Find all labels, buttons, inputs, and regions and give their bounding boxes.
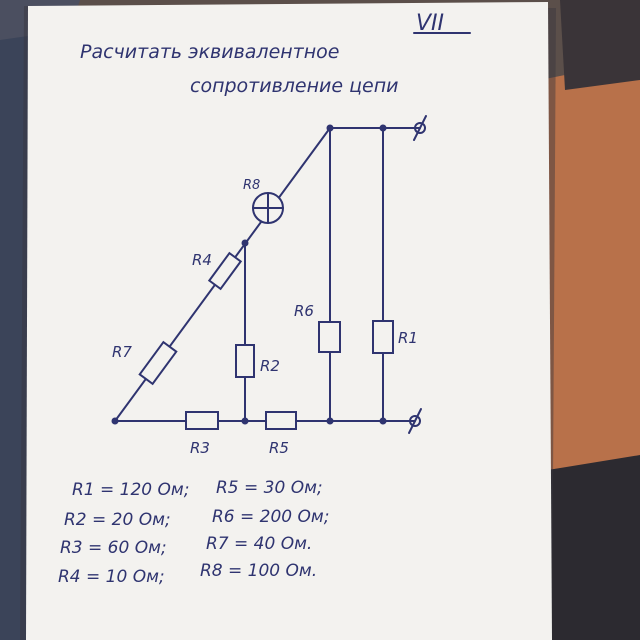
sheet-number: VII xyxy=(416,11,444,36)
r6-label: R6 xyxy=(294,302,314,320)
value-r8: R8 = 100 Ом. xyxy=(200,561,317,581)
r6-resistor xyxy=(318,321,341,353)
terminal-top-tick xyxy=(413,115,427,141)
r8-label: R8 xyxy=(243,178,260,193)
junction-r6-bottom xyxy=(326,417,334,425)
junction-r2-top xyxy=(241,239,249,247)
value-r6: R6 = 200 Ом; xyxy=(212,507,329,527)
junction-top-right xyxy=(379,124,387,132)
terminal-bottom xyxy=(409,415,421,427)
r2-resistor xyxy=(235,344,255,378)
r5-resistor xyxy=(265,411,297,430)
r7-resistor xyxy=(138,340,178,386)
r3-label: R3 xyxy=(190,439,210,457)
junction-r1-bottom xyxy=(379,417,387,425)
junction-top-left xyxy=(326,124,334,132)
title-line-1: Расчитать эквивалентное xyxy=(80,41,340,63)
dark-object-bottom-right xyxy=(548,455,640,640)
r4-resistor xyxy=(207,251,243,291)
wooden-table xyxy=(540,60,640,470)
value-r4: R4 = 10 Ом; xyxy=(58,567,165,587)
r2-label: R2 xyxy=(260,357,280,375)
r5-label: R5 xyxy=(269,439,289,457)
junction-r2-bottom xyxy=(241,417,249,425)
value-r7: R7 = 40 Ом. xyxy=(206,534,312,554)
circuit-diagram: R8 R4 R7 R2 R6 R1 R3 R5 xyxy=(111,115,427,457)
title-line-2: сопротивление цепи xyxy=(190,75,399,97)
terminal-top xyxy=(414,122,426,134)
value-r2: R2 = 20 Ом; xyxy=(64,510,171,530)
paper xyxy=(26,2,552,640)
value-r5: R5 = 30 Ом; xyxy=(216,478,323,498)
terminal-bottom-tick xyxy=(408,408,422,434)
junction-bottom-left xyxy=(111,417,119,425)
value-r3: R3 = 60 Ом; xyxy=(60,538,167,558)
value-r1: R1 = 120 Ом; xyxy=(72,480,189,500)
r3-resistor xyxy=(185,411,219,430)
dark-object-top-right xyxy=(560,0,640,90)
r1-resistor xyxy=(372,320,394,354)
r4-label: R4 xyxy=(192,251,212,269)
r7-label: R7 xyxy=(112,343,132,361)
r1-label: R1 xyxy=(398,329,418,347)
component-values: R1 = 120 Ом; R2 = 20 Ом; R3 = 60 Ом; R4 … xyxy=(58,478,329,587)
